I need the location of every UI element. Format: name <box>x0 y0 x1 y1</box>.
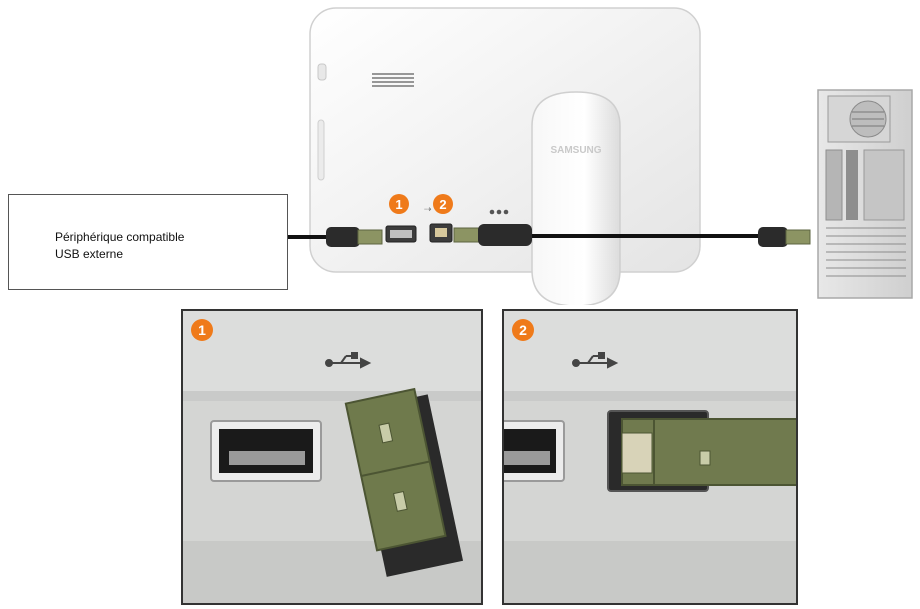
detail-badge-1: 1 <box>191 319 213 341</box>
usb-icon <box>325 352 372 369</box>
usb-b-cable <box>453 224 811 247</box>
external-device-label-box: Périphérique compatible USB externe <box>8 194 288 290</box>
usb-icon: ⇢ <box>424 205 432 215</box>
usb-a-cable <box>288 227 383 247</box>
frame-brand: SAMSUNG <box>550 145 601 156</box>
pc-tower <box>817 89 913 299</box>
usb-a-closeup <box>183 311 481 603</box>
detail-badge-2: 2 <box>512 319 534 341</box>
detail-panel-usb-a: 1 <box>181 309 483 605</box>
side-buttons <box>317 119 325 181</box>
port-badge-2: 2 <box>433 194 453 214</box>
external-device-label: Périphérique compatible USB externe <box>55 229 184 263</box>
port-badge-1: 1 <box>389 194 409 214</box>
frame-stand: SAMSUNG <box>531 91 621 305</box>
external-device-label-line2: USB externe <box>55 247 124 261</box>
usb-icon <box>572 352 619 369</box>
connection-illustration: ⇢ SAMSUNG <box>288 7 913 305</box>
external-device-label-line1: Périphérique compatible <box>55 230 185 244</box>
detail-panel-usb-b: 2 <box>502 309 798 605</box>
usb-b-closeup <box>504 311 796 603</box>
speaker-grille <box>372 73 414 87</box>
side-button <box>317 63 327 81</box>
